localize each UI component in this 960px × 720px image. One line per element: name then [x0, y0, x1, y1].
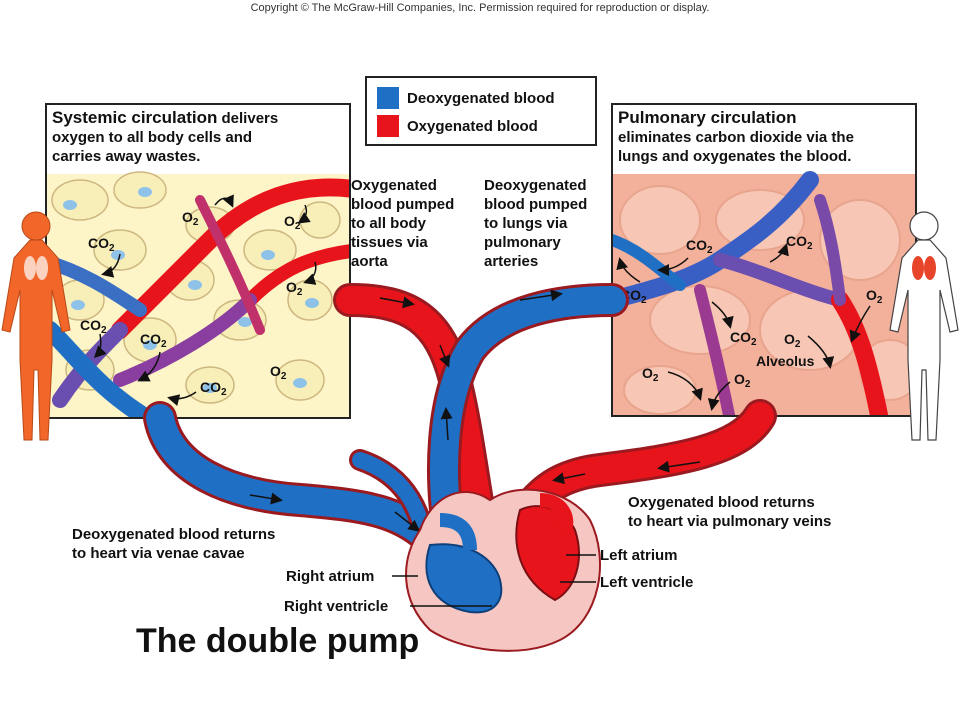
copyright-notice: Copyright © The McGraw-Hill Companies, I…: [250, 2, 710, 14]
left-atrium-label: Left atrium: [600, 547, 678, 564]
systemic-title: Systemic circulation: [52, 108, 218, 127]
svg-text:CO2: CO2: [140, 331, 167, 350]
legend-label: Oxygenated blood: [407, 117, 538, 135]
svg-text:CO2: CO2: [786, 233, 813, 252]
pulmonary-arteries-label: Deoxygenated blood pumped to lungs via p…: [484, 176, 610, 271]
svg-text:CO2: CO2: [88, 235, 115, 254]
svg-text:CO2: CO2: [686, 237, 713, 256]
aorta-label-line: Oxygenated: [351, 177, 437, 194]
venae-cavae-label: Deoxygenated blood returns to heart via …: [72, 525, 275, 563]
right-atrium-label: Right atrium: [286, 568, 375, 585]
systemic-box-caption: Systemic circulation delivers oxygen to …: [52, 108, 348, 166]
aorta-label-line: to all body: [351, 215, 426, 232]
legend-swatch-blue: [377, 87, 399, 109]
heart: [405, 488, 601, 652]
aorta-label: Oxygenated blood pumped to all body tiss…: [351, 176, 479, 271]
aorta-label-line: tissues via: [351, 234, 428, 251]
pulmonary-arteries-label-line: arteries: [484, 253, 539, 270]
pulmonary-box-caption: Pulmonary circulation eliminates carbon …: [618, 108, 914, 166]
body-figure-right: [889, 211, 959, 441]
right-ventricle-label: Right ventricle: [284, 598, 389, 615]
aorta-label-line: blood pumped: [351, 196, 455, 213]
pulmonary-veins-label-line: Oxygenated blood returns: [628, 494, 815, 511]
pulmonary-text-1: eliminates carbon dioxide via the: [618, 129, 854, 146]
pulmonary-veins-label-line: to heart via pulmonary veins: [628, 513, 832, 530]
legend-item-oxygenated: Oxygenated blood: [377, 115, 538, 137]
svg-text:CO2: CO2: [730, 329, 757, 348]
pulmonary-capillary-bed: CO2 CO2 CO2 CO2 O2 O2 O2 O2 Alveolus: [612, 104, 916, 416]
legend: Deoxygenated blood Oxygenated blood: [365, 76, 597, 146]
pulmonary-title: Pulmonary circulation: [618, 108, 797, 127]
page-title: The double pump: [136, 622, 420, 660]
left-ventricle-label: Left ventricle: [600, 574, 694, 591]
legend-item-deoxygenated: Deoxygenated blood: [377, 87, 555, 109]
pulmonary-arteries-label-line: to lungs via: [484, 215, 568, 232]
systemic-text-2: oxygen to all body cells and: [52, 129, 253, 146]
legend-swatch-red: [377, 115, 399, 137]
venae-cavae-label-line: to heart via venae cavae: [72, 545, 245, 562]
svg-text:CO2: CO2: [200, 379, 227, 398]
legend-label: Deoxygenated blood: [407, 89, 555, 107]
alveolus-label: Alveolus: [756, 353, 815, 369]
pulmonary-arteries-label-line: Deoxygenated: [484, 177, 587, 194]
svg-text:CO2: CO2: [80, 317, 107, 336]
pulmonary-text-2: lungs and oxygenates the blood.: [618, 148, 852, 165]
pulmonary-veins-label: Oxygenated blood returns to heart via pu…: [628, 493, 831, 531]
systemic-capillary-bed: O2 O2 O2 O2 CO2 CO2 CO2 CO2: [46, 104, 350, 418]
venae-cavae-label-line: Deoxygenated blood returns: [72, 526, 276, 543]
body-figure-left: [1, 211, 71, 441]
systemic-text-3: carries away wastes.: [52, 148, 201, 165]
pulmonary-arteries-label-line: pulmonary: [484, 234, 561, 251]
systemic-text-1: delivers: [217, 110, 279, 127]
aorta-label-line: aorta: [351, 253, 388, 270]
pulmonary-arteries-label-line: blood pumped: [484, 196, 588, 213]
